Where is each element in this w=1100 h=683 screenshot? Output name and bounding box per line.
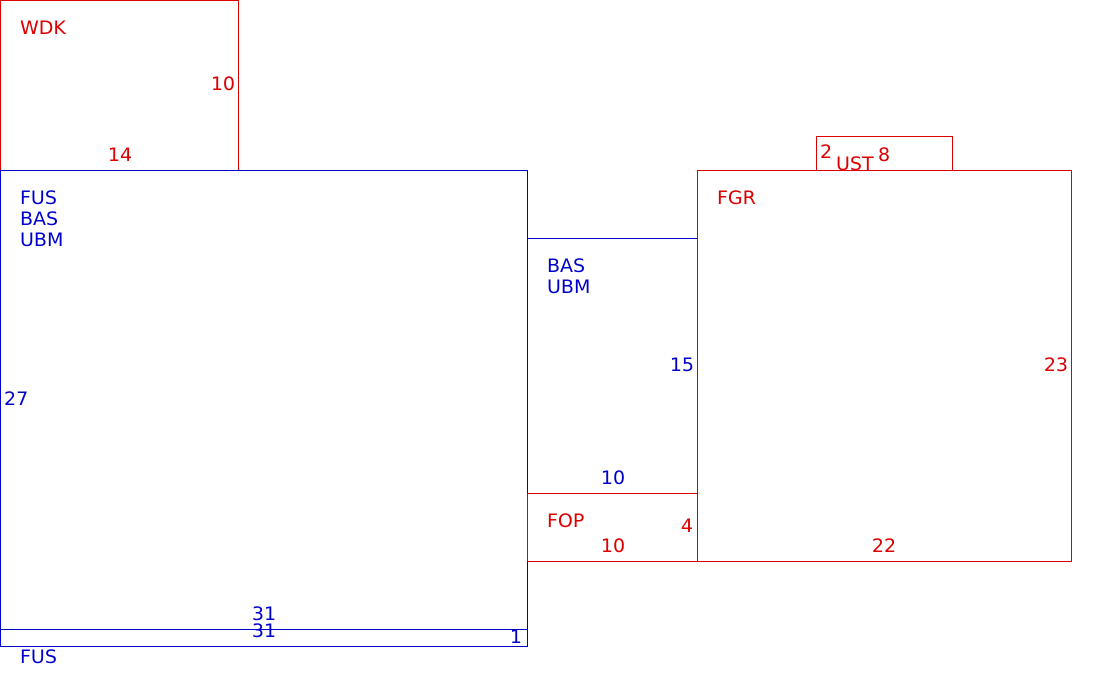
room-fgr-label: FGR: [717, 187, 756, 209]
room-fop-label: FOP: [547, 510, 585, 532]
room-wdk-label: WDK: [20, 17, 66, 39]
room-ust-dim-top: 8: [878, 144, 891, 166]
room-fgr-dim-bottom: 22: [871, 535, 897, 557]
room-bas-label-1: BAS: [547, 255, 586, 277]
room-main-label-1: FUS: [20, 187, 57, 209]
room-bas-dim-side: 15: [669, 354, 694, 376]
room-main: [0, 170, 528, 630]
room-fgr: [697, 170, 1072, 562]
room-fop-dim-side: 4: [680, 515, 693, 537]
room-main-label-3: UBM: [20, 229, 64, 251]
room-bas-dim-bottom: 10: [600, 467, 626, 489]
room-bas-label-2: UBM: [547, 276, 591, 298]
room-strip-label: FUS: [20, 646, 57, 668]
room-strip-dim-top: 31: [251, 620, 277, 642]
room-fgr-dim-side: 23: [1043, 354, 1068, 376]
room-wdk-dim-side: 10: [210, 73, 235, 95]
room-fop-dim-bottom: 10: [600, 535, 626, 557]
room-wdk-dim-bottom: 14: [107, 144, 133, 166]
room-strip: [0, 629, 528, 647]
room-ust-dim-left: 2: [820, 141, 833, 163]
room-ust-label: UST: [836, 153, 874, 175]
room-main-dim-bottom: 31: [251, 603, 277, 625]
room-main-dim-side: 27: [4, 388, 29, 410]
room-strip-dim-side: 1: [509, 626, 522, 648]
room-main-label-2: BAS: [20, 208, 59, 230]
